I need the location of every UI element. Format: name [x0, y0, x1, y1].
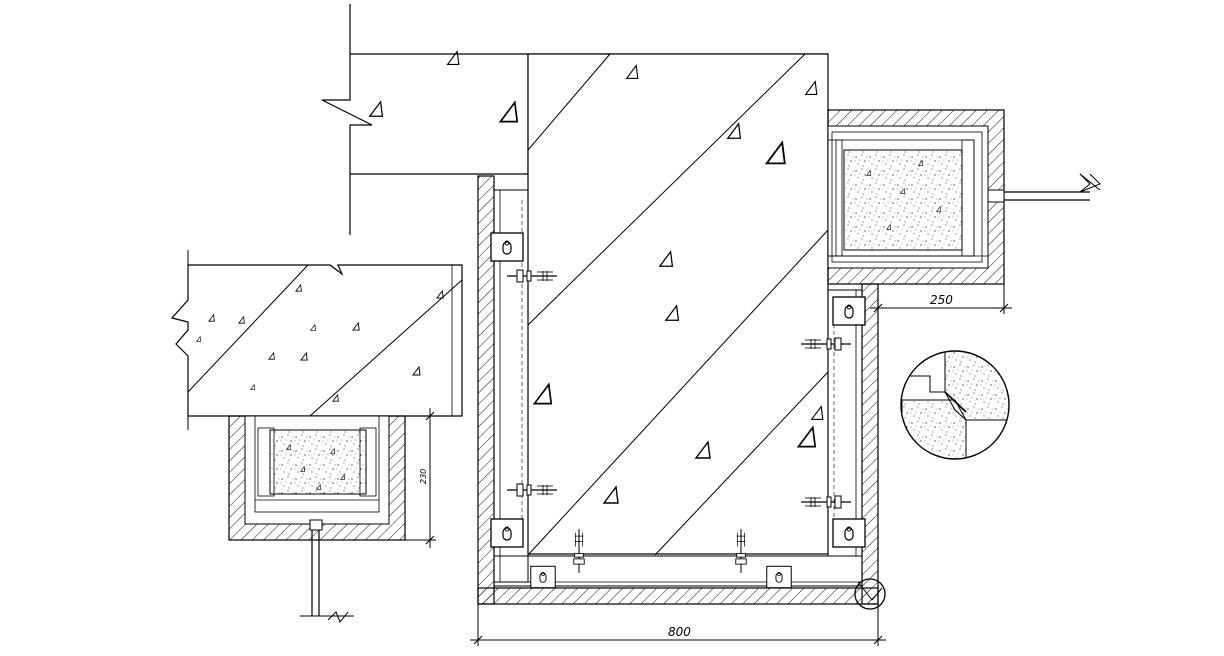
dimension-left	[405, 408, 436, 548]
main-column	[527, 53, 829, 556]
right-rod	[987, 173, 1101, 203]
left-beam-box	[228, 415, 406, 541]
dimension-label-800: 800	[668, 625, 691, 639]
left-rod	[300, 519, 354, 623]
bracket-icon	[832, 518, 866, 548]
left-slab	[170, 264, 463, 417]
bracket-icon	[832, 296, 866, 326]
dimension-right	[870, 284, 1012, 314]
bracket-icon	[766, 565, 792, 589]
dimension-label-250: 250	[930, 293, 953, 307]
right-beam-box	[827, 109, 1005, 285]
corner-detail-marker	[854, 578, 886, 610]
bracket-icon	[490, 518, 524, 548]
dimension-label-230: 230	[419, 469, 428, 484]
zoom-detail	[900, 350, 1010, 460]
bracket-icon	[530, 565, 556, 589]
bracket-icon	[490, 232, 524, 262]
dimension-bottom	[470, 604, 886, 646]
column-casing	[477, 175, 879, 605]
